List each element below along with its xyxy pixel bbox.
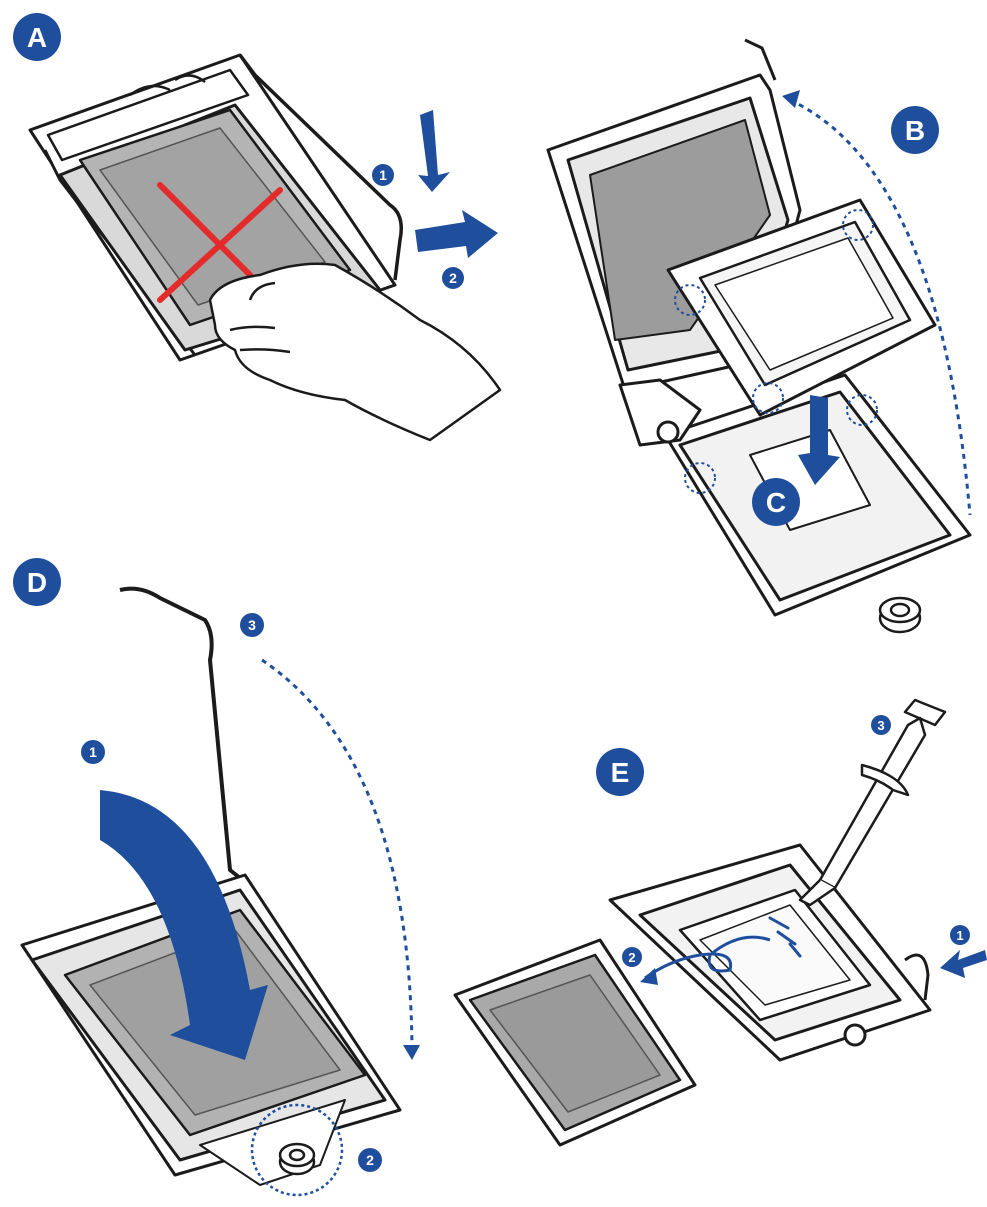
svg-text:3: 3: [248, 617, 256, 633]
hand-illustration: [208, 262, 502, 442]
socket-cap-screw: [878, 596, 922, 634]
lever-raised: [119, 586, 242, 880]
svg-text:2: 2: [449, 270, 457, 286]
thermal-paste-syringe: [798, 698, 947, 907]
panel-b-label-badge: B: [891, 106, 939, 154]
screw-d: [278, 1142, 316, 1176]
lift-plate-arc-arrowhead: [782, 90, 800, 108]
alignment-notch-markers: [674, 209, 878, 494]
panel-e: 1 2 3 E: [453, 698, 987, 1147]
panel-d-step-3-badge: 3: [240, 613, 264, 637]
push-lever-arrow: [940, 950, 987, 978]
panel-d-step-2-badge: 2: [358, 1148, 382, 1172]
panel-a-label-badge: A: [13, 13, 61, 61]
panel-d: 1 2 3 D: [13, 558, 420, 1197]
removed-load-plate: [453, 938, 697, 1147]
cpu-chip: [666, 198, 937, 417]
svg-text:2: 2: [366, 1152, 374, 1168]
panel-e-step-1-badge: 1: [950, 925, 970, 945]
svg-text:C: C: [766, 487, 786, 518]
close-plate-curved-arrow: [100, 790, 268, 1060]
panel-a-step-1-badge: 1: [372, 164, 394, 186]
svg-text:3: 3: [877, 718, 884, 733]
panel-e-step-2-badge: 2: [622, 947, 642, 967]
svg-text:A: A: [27, 22, 47, 53]
panel-b: B C: [546, 38, 972, 634]
svg-text:1: 1: [956, 928, 963, 943]
push-right-arrow: [415, 210, 498, 258]
panel-a: 1 2 A: [13, 13, 502, 442]
panel-d-step-1-badge: 1: [81, 740, 105, 764]
svg-text:1: 1: [379, 167, 387, 183]
do-not-touch-x-mark: [157, 182, 283, 303]
thermal-paste-lines: [768, 916, 802, 958]
push-down-arrow: [418, 110, 450, 192]
svg-text:B: B: [905, 115, 925, 146]
panel-e-step-3-badge: 3: [871, 715, 891, 735]
remove-cover-arrow: [644, 935, 771, 980]
panel-d-label-badge: D: [13, 558, 61, 606]
remove-cover-arrowhead: [640, 968, 658, 985]
lift-plate-arc-arrow: [789, 98, 972, 516]
lower-lever-arc-arrowhead: [403, 1045, 420, 1060]
place-cpu-arrow: [798, 395, 840, 485]
svg-text:2: 2: [628, 950, 635, 965]
panel-e-label-badge: E: [596, 748, 644, 796]
svg-text:D: D: [27, 567, 47, 598]
screw-highlight-circle: [250, 1103, 344, 1197]
panel-c-label-badge: C: [752, 478, 800, 526]
panel-a-step-2-badge: 2: [442, 267, 464, 289]
socket-e: [608, 843, 932, 1062]
svg-text:1: 1: [89, 744, 97, 760]
svg-text:E: E: [611, 757, 630, 788]
